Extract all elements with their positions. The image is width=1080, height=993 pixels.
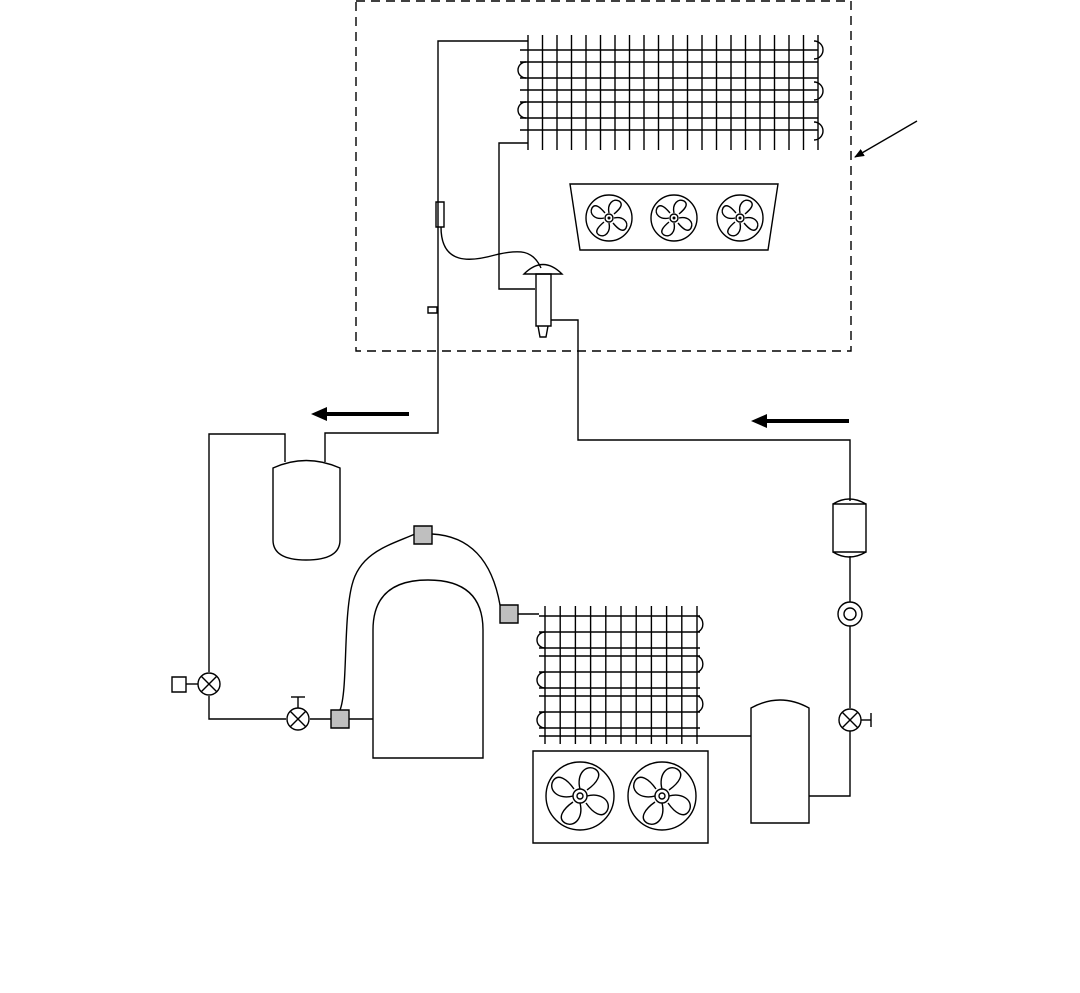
capillary-tube: [441, 227, 541, 268]
thermostatic-expansion-valve-icon: [524, 265, 562, 275]
evaporator-coil: [518, 35, 823, 150]
condenser-coil: [537, 606, 703, 744]
fitting-icon: [428, 307, 437, 313]
discharge-line: [432, 534, 500, 605]
evaporator-fans: [570, 184, 778, 250]
suction-line: [209, 696, 286, 719]
suction-flow-arrow: [311, 407, 409, 421]
fan-icon: [628, 762, 696, 830]
compressor: [373, 580, 483, 758]
suction-line: [325, 41, 528, 462]
suction-shutoff-valve: [287, 697, 309, 730]
sensing-bulb-icon: [436, 202, 444, 227]
sight-glass-icon: [838, 602, 862, 626]
fitting-icon: [331, 710, 349, 728]
fitting-icon: [414, 526, 432, 544]
fan-icon: [651, 195, 697, 241]
liquid-line: [809, 731, 850, 796]
fan-icon: [586, 195, 632, 241]
liquid-shutoff-valve: [839, 709, 871, 731]
fan-icon: [717, 195, 763, 241]
evaporator-inlet-line: [499, 143, 535, 289]
liquid-line: [551, 320, 850, 501]
liquid-flow-arrow: [751, 414, 849, 428]
fitting-icon: [500, 605, 518, 623]
filter-drier-icon: [833, 499, 866, 557]
suction-accumulator: [273, 461, 340, 561]
discharge-line: [340, 534, 415, 710]
fan-icon: [546, 762, 614, 830]
solenoid-valve: [172, 673, 220, 695]
refrigerated-space-boundary: [356, 1, 851, 351]
expansion-valve: [524, 265, 562, 338]
enclosure-pointer-arrow: [855, 121, 917, 157]
condenser-fans: [533, 751, 708, 843]
liquid-receiver: [751, 700, 809, 823]
